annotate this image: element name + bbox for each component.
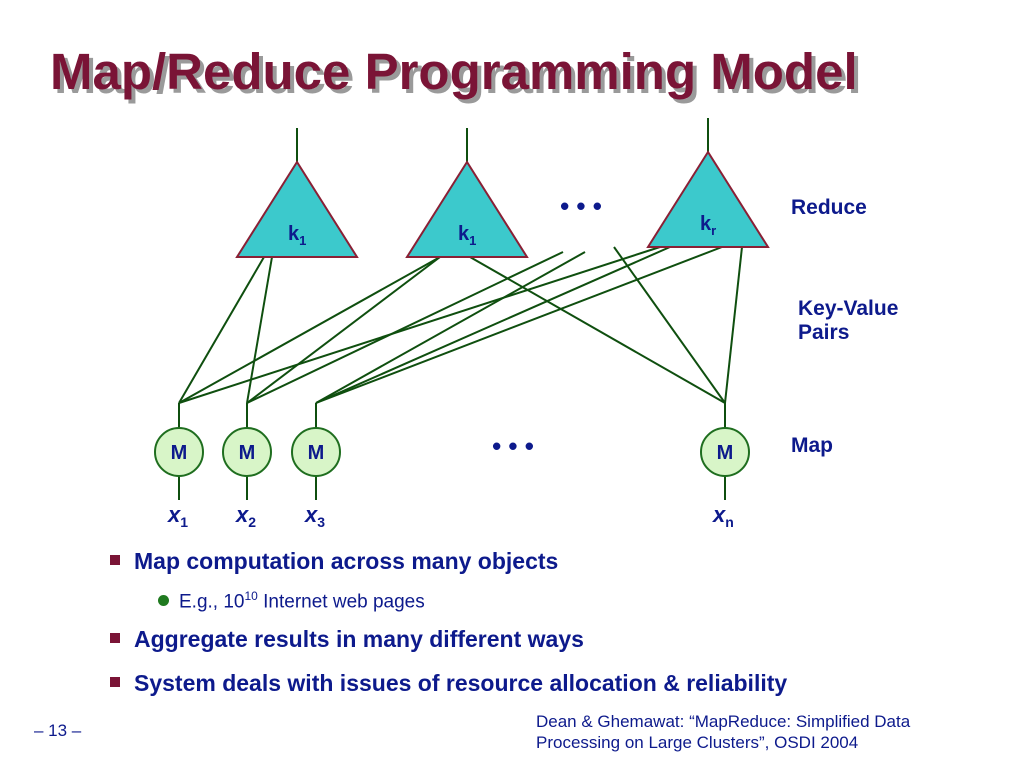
key-value-line [315, 246, 723, 404]
reducer-triangle [646, 150, 770, 248]
key-value-line [246, 251, 564, 404]
reduce-label: Reduce [791, 196, 867, 219]
square-bullet-icon [110, 676, 120, 687]
input-label: x3 [304, 502, 325, 530]
reducer-label: k1 [288, 223, 306, 248]
mapper-node [154, 427, 204, 477]
mapper-node [700, 427, 750, 477]
page-number: – 13 – [34, 721, 82, 740]
reducer-ellipsis: • • • [560, 191, 602, 221]
sub-bullet-suffix: Internet web pages [257, 591, 425, 613]
connection-lines [178, 118, 743, 500]
mapreduce-diagram: k1 k1 kr M M M M x1 x2 x3 xn • • • • • • [154, 118, 770, 530]
key-value-line [315, 246, 671, 404]
mapper-label: M [717, 442, 734, 464]
reducer-label: k1 [458, 223, 476, 248]
key-value-line [246, 256, 441, 404]
key-value-line [178, 256, 441, 404]
key-value-line [613, 246, 726, 404]
reducer-label: kr [700, 213, 716, 238]
reducers: k1 k1 kr [235, 150, 770, 258]
mapper-label: M [239, 442, 256, 464]
bullet-text: Aggregate results in many different ways [134, 626, 584, 652]
bullet-text: System deals with issues of resource all… [134, 670, 788, 696]
mapper-inputs: x1 x2 x3 xn [167, 502, 734, 530]
key-value-line [315, 251, 586, 404]
sub-bullet-item: E.g., 1010 Internet web pages [158, 584, 425, 614]
mappers: M M M M [154, 427, 750, 477]
title-block: Map/Reduce Programming Model Map/Reduce … [50, 40, 950, 110]
reducer-triangle [235, 160, 359, 258]
key-value-label-line2: Pairs [798, 321, 850, 344]
mapper-label: M [308, 442, 325, 464]
key-value-line [178, 246, 661, 404]
reducer-triangle [405, 160, 529, 258]
citation-line2: Processing on Large Clusters”, OSDI 2004 [536, 733, 859, 752]
bullet-item: System deals with issues of resource all… [110, 669, 787, 697]
key-value-label-line1: Key-Value [798, 297, 899, 320]
input-label: x2 [235, 502, 256, 530]
citation-line1: Dean & Ghemawat: “MapReduce: Simplified … [536, 712, 911, 731]
map-label: Map [791, 434, 833, 457]
input-label: xn [712, 502, 734, 530]
page-title: Map/Reduce Programming Model [50, 43, 858, 100]
square-bullet-icon [110, 554, 120, 565]
bullet-text: Map computation across many objects [134, 548, 559, 574]
key-value-line [178, 256, 265, 404]
sub-bullet-prefix: E.g., 10 [179, 591, 245, 613]
key-value-label: Key-Value Pairs [798, 297, 898, 345]
citation: Dean & Ghemawat: “MapReduce: Simplified … [536, 711, 1006, 753]
round-bullet-icon [158, 594, 169, 606]
bullet-item: Map computation across many objects [110, 547, 558, 575]
mapper-ellipsis: • • • [492, 431, 534, 461]
key-value-line [724, 246, 743, 404]
mapper-node [291, 427, 341, 477]
mapper-label: M [171, 442, 188, 464]
bullet-item: Aggregate results in many different ways [110, 625, 584, 653]
square-bullet-icon [110, 632, 120, 643]
mapper-node [222, 427, 272, 477]
page-title-shadow: Map/Reduce Programming Model [54, 47, 862, 104]
sub-bullet-exponent: 10 [244, 589, 258, 603]
input-label: x1 [167, 502, 188, 530]
key-value-line [469, 256, 726, 404]
